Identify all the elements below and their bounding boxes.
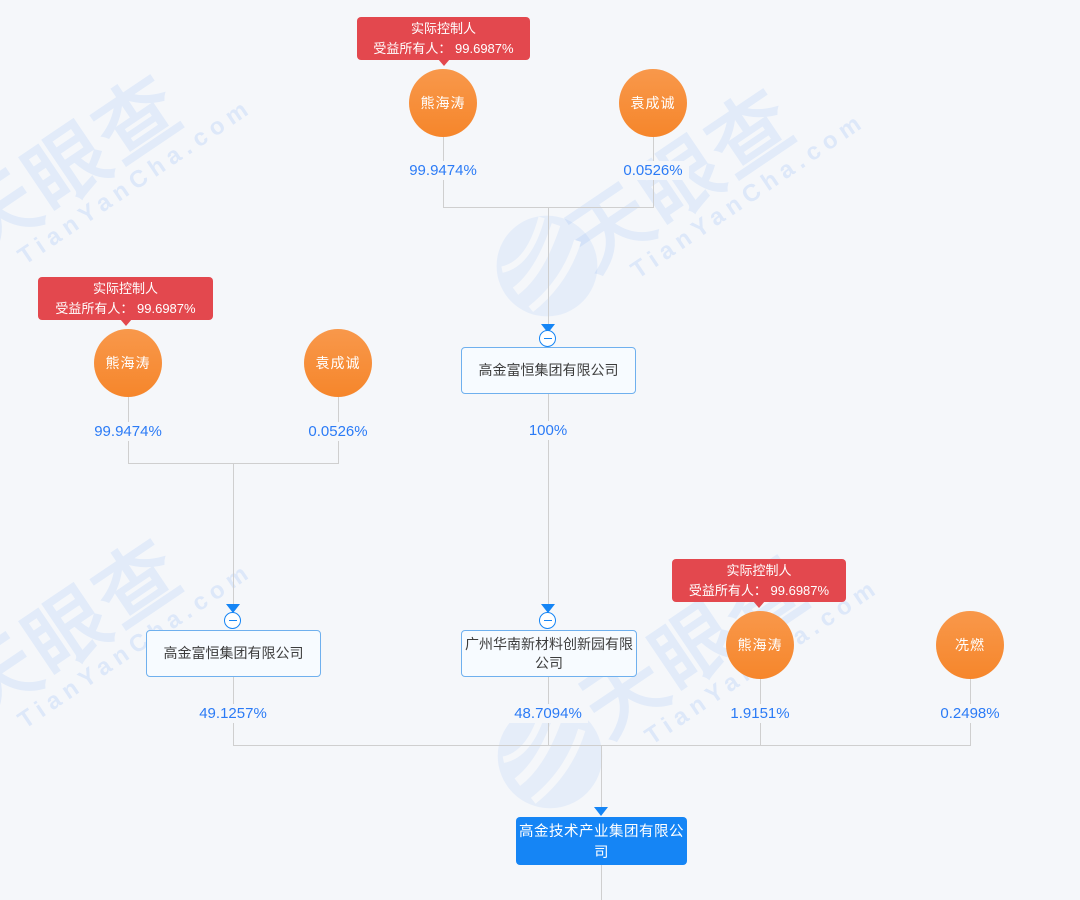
company-name: 高金富恒集团有限公司 [163,645,304,662]
collapse-minus-icon [543,619,552,622]
arrow-down-icon [541,604,555,613]
watermark-logo-swirl [496,215,598,317]
percent-value: 0.2498% [934,704,1006,723]
person-name: 袁成诚 [630,95,676,111]
actual-controller-badge-right: 实际控制人 受益所有人： 99.6987% [672,559,846,608]
person-node-xiong-haitao-left[interactable]: 熊海涛 [94,329,162,397]
person-node-xiong-haitao-top[interactable]: 熊海涛 [409,69,477,137]
equity-percent-label: 1.9151% [690,704,830,723]
collapse-button[interactable] [539,330,556,347]
equity-percent-label: 49.1257% [163,704,303,723]
arrow-down-icon [594,807,608,816]
badge-beneficiary: 受益所有人： 99.6987% [373,40,514,56]
company-node-gaojin-fuheng-top[interactable]: 高金富恒集团有限公司 [461,347,636,394]
watermark-brand-text: 天眼查 [0,522,199,738]
connector-line [548,207,549,325]
badge-title: 实际控制人 [726,563,792,578]
equity-percent-label: 0.0526% [268,422,408,441]
company-name: 高金技术产业集团有限公司 [519,824,684,861]
actual-controller-badge-top: 实际控制人 受益所有人： 99.6987% [357,17,530,66]
equity-percent-label: 0.2498% [900,704,1040,723]
connector-line [233,463,234,604]
percent-value: 1.9151% [724,704,796,723]
percent-value: 99.9474% [88,422,168,441]
percent-value: 48.7094% [508,704,588,723]
badge-tail [119,319,132,326]
collapse-button[interactable] [539,612,556,629]
company-name: 广州华南新材料创新园有限公司 [465,635,633,671]
person-name: 熊海涛 [420,95,466,111]
company-node-huanan-new-material-park[interactable]: 广州华南新材料创新园有限公司 [461,630,637,677]
connector-line [233,745,971,746]
connector-line [548,394,549,604]
person-name: 冼燃 [955,637,985,653]
watermark-site-text: TianYanCha.com [13,92,258,271]
company-node-root-gaojin-tech[interactable]: 高金技术产业集团有限公司 [516,817,687,865]
badge-beneficiary: 受益所有人： 99.6987% [688,582,830,598]
actual-controller-badge-left: 实际控制人 受益所有人： 99.6987% [38,277,213,326]
connector-line [601,745,602,807]
collapse-button[interactable] [224,612,241,629]
percent-value: 49.1257% [193,704,273,723]
equity-percent-label: 100% [478,421,618,440]
company-name: 高金富恒集团有限公司 [478,362,619,379]
watermark-brand-topleft: 天眼查 TianYanCha.com [0,30,258,290]
connector-line [601,865,602,900]
person-node-xiong-haitao-right[interactable]: 熊海涛 [726,611,794,679]
person-name: 熊海涛 [737,637,783,653]
person-name: 熊海涛 [105,355,151,371]
collapse-minus-icon [228,619,237,622]
percent-value: 100% [522,421,574,440]
equity-percent-label: 0.0526% [583,161,723,180]
arrow-down-icon [541,324,555,333]
badge-beneficiary: 受益所有人： 99.6987% [55,300,196,316]
person-node-yuan-chengcheng-top[interactable]: 袁成诚 [619,69,687,137]
person-node-yuan-chengcheng-left[interactable]: 袁成诚 [304,329,372,397]
badge-title: 实际控制人 [410,21,476,36]
percent-value: 0.0526% [617,161,689,180]
person-name: 袁成诚 [315,355,361,371]
badge-tail [437,59,450,66]
arrow-down-icon [226,604,240,613]
person-node-xian-ran[interactable]: 冼燃 [936,611,1004,679]
company-node-gaojin-fuheng-left[interactable]: 高金富恒集团有限公司 [146,630,321,677]
badge-tail [753,601,765,608]
collapse-minus-icon [543,337,552,340]
equity-percent-label: 99.9474% [58,422,198,441]
percent-value: 0.0526% [302,422,374,441]
equity-percent-label: 99.9474% [373,161,513,180]
watermark-brand-text: 天眼查 [0,58,199,274]
equity-percent-label: 48.7094% [478,704,618,723]
percent-value: 99.9474% [403,161,483,180]
badge-title: 实际控制人 [92,281,158,296]
